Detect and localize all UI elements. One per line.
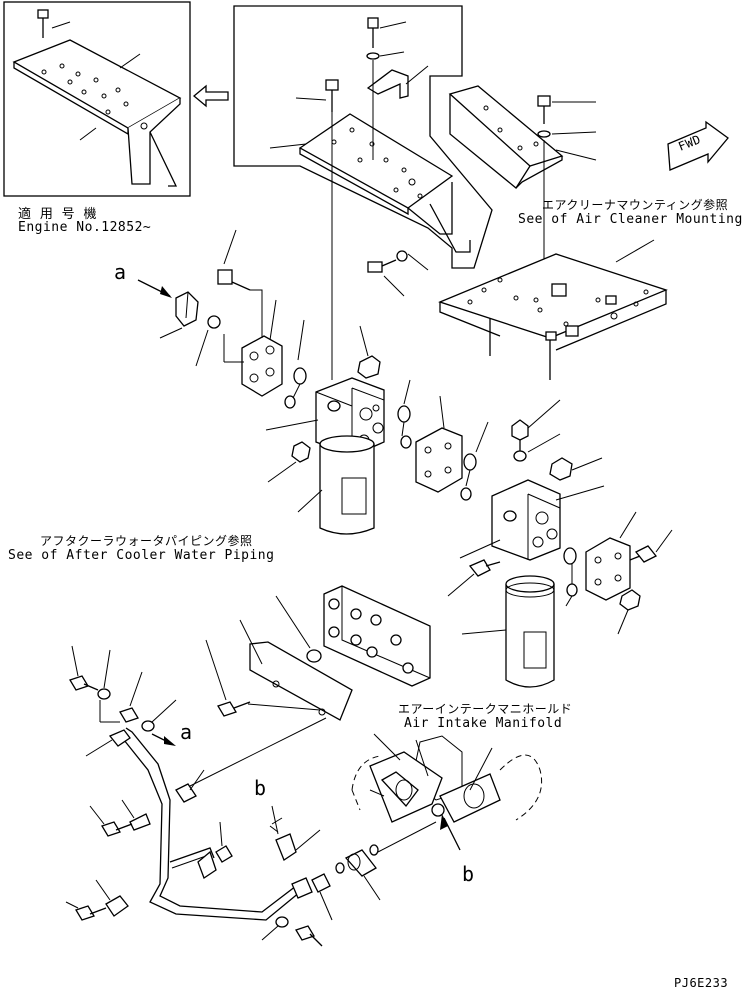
top-bolt-group: [295, 17, 429, 112]
drawing-code: PJ6E233: [674, 976, 729, 990]
upper-filter-assembly: [265, 325, 489, 535]
applicable-label-jp: 適 用 号 機: [18, 207, 97, 222]
bracket-outline: [233, 5, 493, 269]
intake-ref-jp: エアーインテークマニホールド: [398, 702, 573, 716]
air-cleaner-ref-jp: エアクリーナマウンティング参照: [542, 198, 729, 212]
marker-a-mid: a: [180, 720, 193, 744]
mounting-plate: [269, 60, 471, 380]
right-bracket: [448, 85, 597, 300]
air-cleaner-plate: [438, 239, 668, 380]
intake-ref-en: Air Intake Manifold: [404, 716, 563, 731]
after-cooler-ref-jp: アフタクーラウォータパイピング参照: [40, 534, 253, 548]
marker-a-top: a: [114, 260, 127, 284]
lower-filter-assembly: [447, 399, 673, 688]
marker-b-left: b: [254, 776, 267, 800]
air-intake-manifold: [351, 733, 543, 851]
side-bolt: [367, 250, 429, 297]
marker-b-right: b: [462, 862, 475, 886]
air-cleaner-ref-en: See of Air Cleaner Mounting: [518, 212, 743, 227]
fwd-arrow: [667, 120, 729, 171]
middle-plates: [185, 585, 431, 789]
applicable-label-en: Engine No.12852~: [18, 220, 152, 235]
after-cooler-ref-en: See of After Cooler Water Piping: [8, 548, 275, 563]
inset-arrow: [192, 84, 229, 108]
inset-bracket-view: [3, 1, 191, 197]
left-inlet-parts: [137, 229, 307, 409]
piping-assembly: [65, 645, 437, 947]
